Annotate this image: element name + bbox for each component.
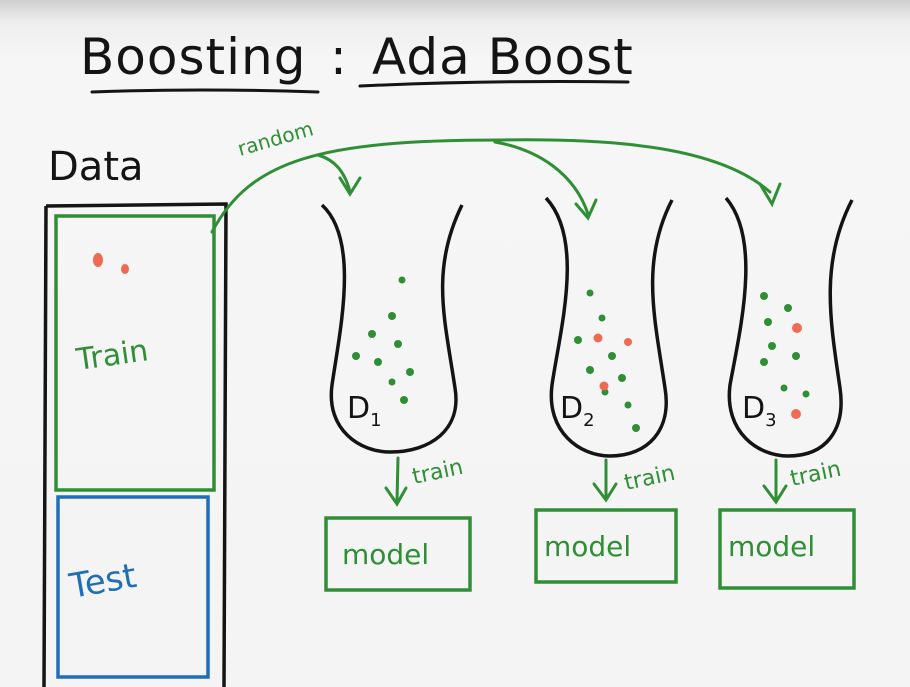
- data-label: Data: [48, 144, 144, 190]
- data-outer-frame-left: [42, 205, 48, 687]
- bag-weighted-samples: [791, 323, 802, 419]
- bag-d2: D2: [544, 196, 674, 458]
- bag-outline: [724, 196, 854, 458]
- title-underline-left: [90, 88, 320, 94]
- bag-d1: D1: [320, 203, 464, 454]
- random-main-arc: [210, 138, 772, 234]
- bag-label: D3: [742, 391, 777, 431]
- title-underline-right: [358, 80, 630, 88]
- title-boosting: Boosting: [80, 28, 306, 86]
- train-arrow-2: [592, 458, 618, 503]
- data-outer-frame: [45, 202, 228, 687]
- title-colon: :: [330, 28, 348, 86]
- title-group: Boosting : Ada Boost: [80, 28, 634, 94]
- train-arrow-label: train: [788, 457, 843, 492]
- model-label-1: model: [342, 538, 429, 571]
- model-box-1: [324, 516, 472, 592]
- arrowhead-d3: [758, 182, 782, 208]
- arrow-to-d2: [493, 140, 590, 216]
- bag-samples: [760, 292, 810, 398]
- bag-label: D2: [560, 391, 595, 431]
- train-red-dot: [121, 264, 129, 274]
- title-adaboost: Ada Boost: [372, 28, 634, 86]
- bag-outline: [544, 196, 674, 458]
- train-box: [54, 214, 216, 492]
- bag-d3: D3: [724, 196, 854, 458]
- train-arrow-label: train: [410, 455, 465, 490]
- model-label-2: model: [544, 530, 631, 563]
- bag-label: D1: [347, 391, 382, 431]
- train-arrow-label: train: [622, 461, 677, 496]
- test-label: Test: [66, 556, 140, 607]
- model-box-2: [534, 508, 678, 584]
- data-panel: Data Train Test: [42, 144, 228, 687]
- arrowhead-d1: [338, 176, 362, 197]
- train-arrow-1: [384, 456, 408, 507]
- test-box: [56, 495, 210, 679]
- arrow-to-d1: [316, 153, 352, 194]
- model-label-3: model: [728, 530, 815, 563]
- bag-outline: [320, 203, 464, 454]
- train-arrow-3: [762, 458, 788, 505]
- bag-samples: [574, 289, 640, 432]
- model-box-3: [718, 508, 856, 590]
- train-red-dot: [93, 253, 103, 267]
- arrowhead-d2: [574, 198, 598, 221]
- random-sampling-arrows: random: [210, 116, 782, 234]
- bag-samples: [352, 276, 414, 404]
- train-label: Train: [73, 333, 150, 378]
- random-label: random: [235, 116, 316, 160]
- bag-weighted-samples: [593, 333, 632, 391]
